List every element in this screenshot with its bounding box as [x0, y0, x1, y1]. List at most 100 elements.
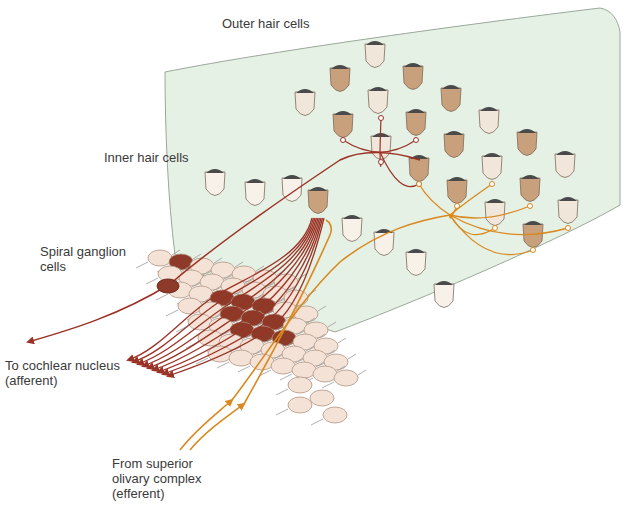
synapse: [417, 182, 422, 187]
ganglion-cell: [229, 350, 253, 366]
efferent-branch: [450, 215, 568, 235]
ganglion-axon: [280, 374, 292, 380]
hair-cell: [558, 200, 578, 224]
synapse: [531, 248, 536, 253]
nerve-fibers: [28, 116, 571, 451]
efferent-fiber: [180, 400, 232, 450]
stereocilia: [480, 107, 498, 111]
stereocilia: [448, 177, 466, 181]
ganglion-cell: [148, 250, 172, 266]
hair-cell: [555, 154, 575, 178]
ganglion-cell: [288, 397, 312, 413]
hair-cells: [205, 41, 578, 308]
synapse: [379, 160, 384, 165]
ganglion-cell: [157, 279, 179, 293]
synapse: [417, 182, 422, 187]
afferent-branch: [380, 118, 381, 152]
hair-cell: [444, 134, 464, 158]
ganglion-axon: [318, 306, 326, 311]
part-label: Outer hair cells: [222, 16, 362, 31]
stereocilia: [524, 221, 542, 225]
hair-cell: [517, 132, 537, 156]
afferent-branch: [343, 140, 380, 152]
efferent-fiber: [244, 220, 331, 404]
stereocilia: [435, 281, 453, 285]
stereocilia: [518, 129, 536, 133]
stereocilia: [407, 249, 425, 253]
ganglion-axon: [276, 409, 288, 415]
stereocilia: [559, 197, 577, 201]
ganglion-axon: [156, 294, 168, 300]
afferent-fiber: [143, 218, 317, 366]
synapse: [566, 226, 571, 231]
hair-cell: [365, 44, 385, 68]
hair-cell: [406, 252, 426, 276]
efferent-branch: [419, 184, 450, 215]
stereocilia: [283, 175, 301, 179]
stereocilia: [445, 131, 463, 135]
efferent-branch: [450, 206, 530, 218]
ganglion-axon: [136, 262, 148, 268]
afferent-fiber: [128, 218, 312, 360]
hair-cell: [330, 68, 350, 92]
hair-cell: [308, 190, 328, 214]
hair-cell: [523, 224, 543, 248]
stereocilia: [334, 111, 352, 115]
afferent-branch: [380, 140, 416, 152]
hair-cell: [374, 232, 394, 256]
ganglion-cell: [271, 358, 295, 374]
hair-cell: [368, 90, 388, 114]
hair-cell: [479, 110, 499, 134]
ganglion-cell: [323, 407, 347, 423]
stereocilia: [407, 109, 425, 113]
ganglion-axon: [276, 389, 288, 395]
hair-cell: [434, 284, 454, 308]
ganglion-cell: [178, 298, 202, 314]
synapse: [341, 138, 346, 143]
stereocilia: [556, 151, 574, 155]
hair-cell: [295, 92, 315, 116]
hair-cell: [205, 172, 225, 196]
efferent-fiber: [232, 215, 450, 400]
stereocilia: [369, 87, 387, 91]
ganglion-axon: [166, 310, 178, 316]
stereocilia: [521, 175, 539, 179]
ganglion-axon: [348, 354, 356, 359]
afferent-fiber: [153, 218, 320, 370]
hair-cell: [482, 156, 502, 180]
synapse: [528, 204, 533, 209]
ganglion-axon: [322, 382, 334, 388]
ganglion-axon: [238, 366, 250, 372]
ganglion-cell: [288, 377, 312, 393]
ganglion-cell: [310, 390, 334, 406]
efferent-fiber: [190, 404, 244, 450]
synapse: [493, 226, 498, 231]
stereocilia: [486, 199, 504, 203]
stereocilia: [366, 41, 384, 45]
afferent-fiber: [163, 218, 323, 374]
ganglion-cell: [313, 366, 337, 382]
basilar-membrane: [165, 8, 620, 332]
hair-cell: [333, 114, 353, 138]
hair-cell: [406, 112, 426, 136]
hair-cell: [520, 178, 540, 202]
part-label: Inner hair cells: [104, 150, 204, 165]
part-label: Spiral ganglion cells: [40, 244, 140, 274]
hair-cell: [342, 218, 362, 242]
hair-cell: [409, 158, 429, 182]
ganglion-axon: [146, 278, 158, 284]
stereocilia: [343, 215, 361, 219]
hair-cell: [371, 136, 391, 160]
stereocilia: [442, 85, 460, 89]
synapse: [414, 138, 419, 143]
ganglion-cell: [292, 362, 316, 378]
hair-cell: [403, 66, 423, 90]
stereocilia: [246, 179, 264, 183]
synapse: [490, 182, 495, 187]
ganglion-axon: [311, 419, 323, 425]
stereocilia: [331, 65, 349, 69]
afferent-branch: [380, 152, 419, 187]
hair-cell: [485, 202, 505, 226]
ganglion-cell: [334, 370, 358, 386]
part-label: To cochlear nucleus (afferent): [5, 358, 123, 388]
